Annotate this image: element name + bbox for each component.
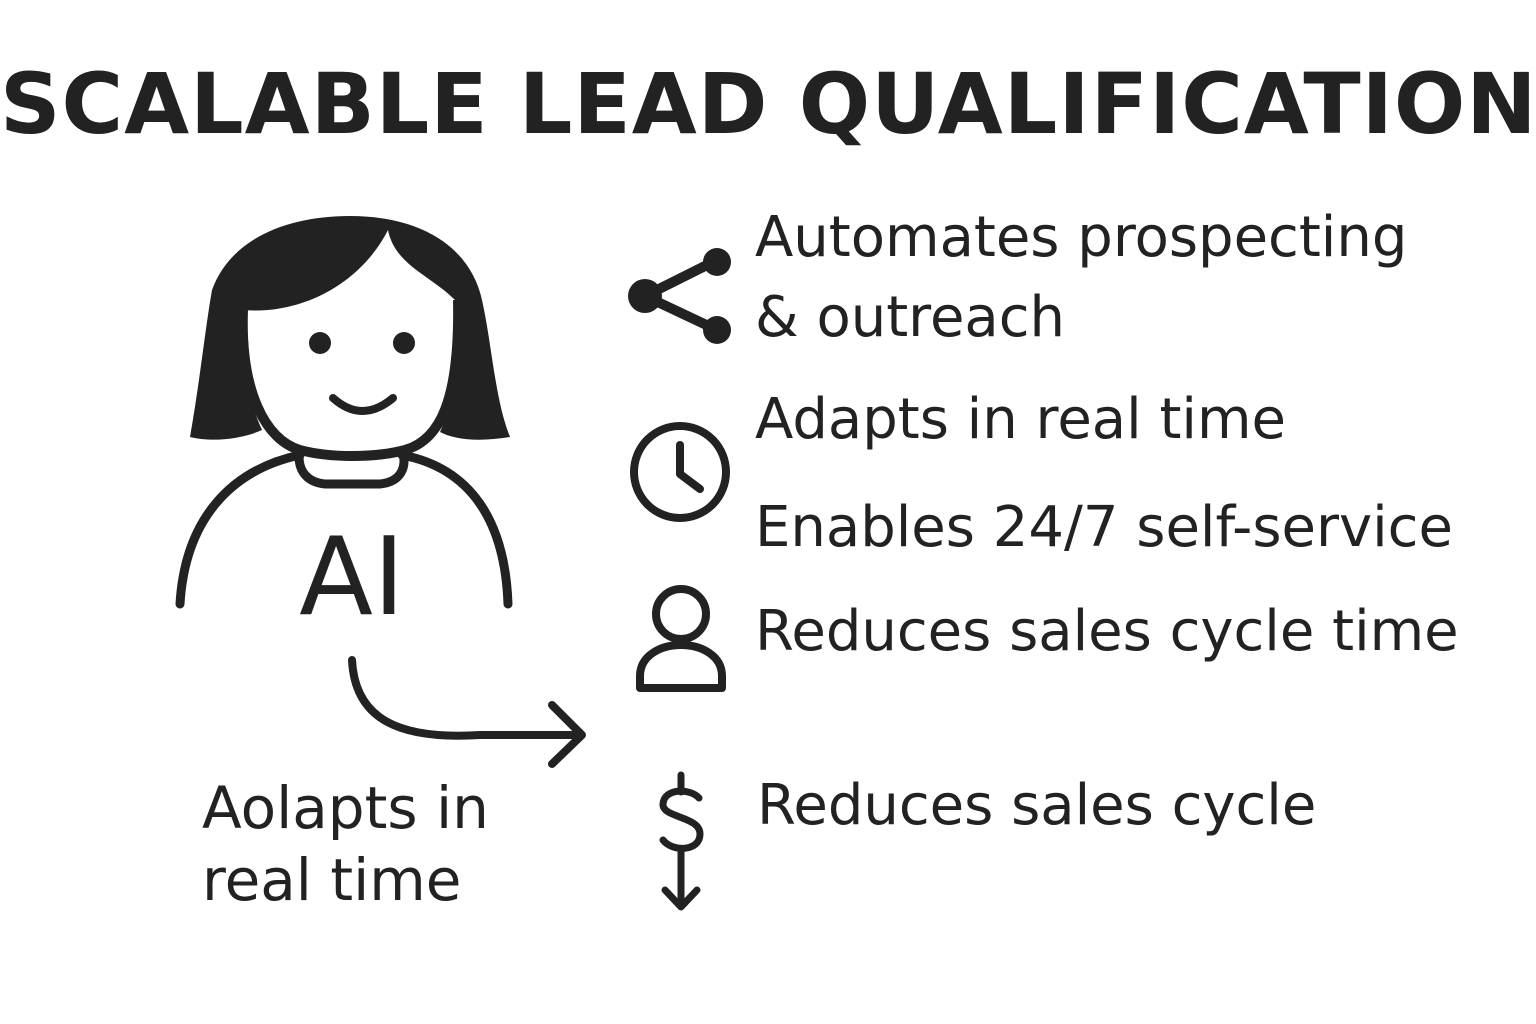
feature-reduces-cycle-time: Reduces sales cycle time xyxy=(755,599,1459,664)
feature-text-line2: & outreach xyxy=(755,285,1066,350)
shirt-label: AI xyxy=(299,515,405,640)
feature-text-line1: Automates prospecting xyxy=(755,205,1408,270)
side-caption-line2: real time xyxy=(202,846,462,914)
character-shoulders-right xyxy=(397,450,513,609)
feature-automates-prospecting: Automates prospecting & outreach xyxy=(755,198,1407,358)
person-icon xyxy=(636,585,726,692)
character-smile xyxy=(329,394,397,415)
curved-arrow-icon xyxy=(348,656,586,768)
character-hair xyxy=(190,216,510,440)
ai-character-illustration: AI xyxy=(175,216,513,640)
character-face xyxy=(237,299,464,461)
dollar-down-icon xyxy=(659,771,704,911)
page-title: SCALABLE LEAD QUALIFICATION xyxy=(0,55,1536,153)
character-ear xyxy=(224,335,249,387)
feature-reduces-cycle: Reduces sales cycle xyxy=(757,773,1317,838)
feature-self-service: Enables 24/7 self-service xyxy=(755,495,1453,560)
character-shoulders xyxy=(175,450,305,609)
side-caption-line1: Aolapts in xyxy=(202,774,489,842)
share-icon xyxy=(628,248,731,344)
side-caption: Aolapts in real time xyxy=(202,772,489,916)
character-collar xyxy=(294,447,409,489)
character-right-eye xyxy=(393,332,415,354)
character-left-eye xyxy=(309,332,331,354)
clock-icon xyxy=(630,422,730,522)
feature-adapts-real-time: Adapts in real time xyxy=(755,387,1286,452)
